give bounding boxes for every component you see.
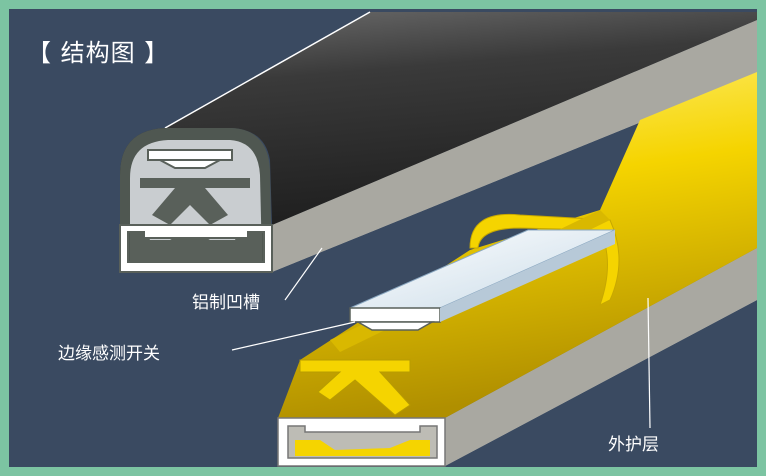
dark-outer-cover	[120, 12, 757, 225]
edge-switch-strip	[349, 229, 616, 331]
label-outer-cover: 外护层	[608, 435, 659, 455]
callout-lines	[231, 247, 651, 429]
label-edge-switch: 边缘感测开关	[58, 344, 160, 364]
dark-cover-profile	[119, 11, 757, 273]
label-aluminum-groove: 铝制凹槽	[192, 293, 260, 313]
page-title: 【 结构图 】	[27, 39, 170, 67]
